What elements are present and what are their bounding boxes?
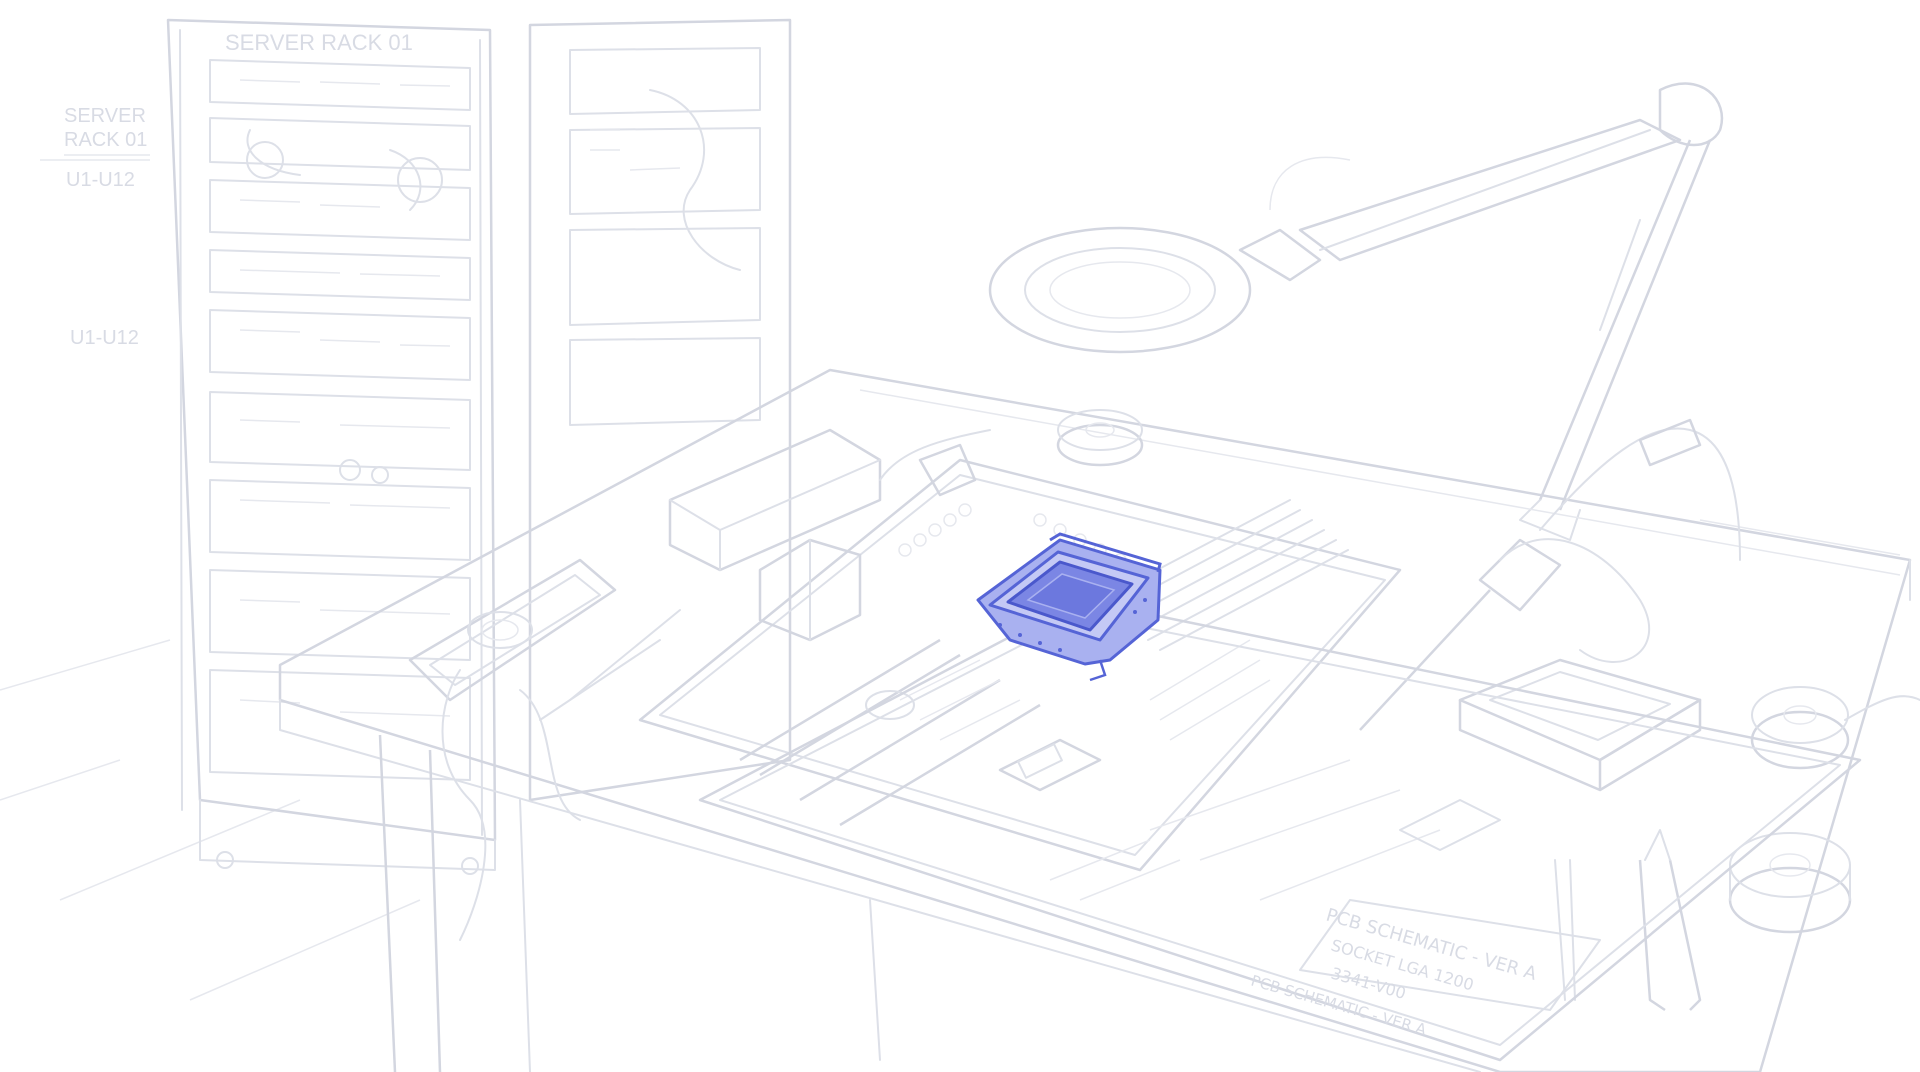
schematic-sheet: PCB SCHEMATIC - VER A SOCKET LGA 1200 33… bbox=[698, 598, 1862, 1062]
server-rack bbox=[166, 18, 497, 875]
soldering-iron bbox=[1359, 418, 1741, 731]
cpu-chip-highlight bbox=[976, 532, 1162, 682]
solder-spool-bottom bbox=[1728, 832, 1852, 934]
motherboard bbox=[638, 443, 1402, 872]
psu-box bbox=[668, 428, 991, 572]
multimeter bbox=[408, 558, 681, 941]
pliers bbox=[1638, 829, 1702, 1012]
solder-spool-top bbox=[1056, 409, 1144, 467]
soldering-sponge-stand bbox=[1458, 658, 1702, 792]
rack-side-label-line1: SERVER bbox=[64, 105, 146, 127]
rack-header-label: SERVER RACK 01 bbox=[225, 30, 413, 55]
server-rack-secondary bbox=[528, 18, 792, 802]
rack-units-label-lower: U1-U12 bbox=[70, 327, 139, 349]
solder-spool-right bbox=[1750, 686, 1920, 770]
workbench-desk bbox=[278, 368, 1912, 1072]
magnifier-lamp bbox=[988, 82, 1724, 541]
rack-side-label-line2: RACK 01 bbox=[64, 129, 147, 151]
rack-units-label-upper: U1-U12 bbox=[66, 169, 135, 191]
room-outline bbox=[0, 159, 421, 1001]
rack-labels: SERVER RACK 01 SERVER RACK 01 U1-U12 U1-… bbox=[64, 30, 413, 349]
